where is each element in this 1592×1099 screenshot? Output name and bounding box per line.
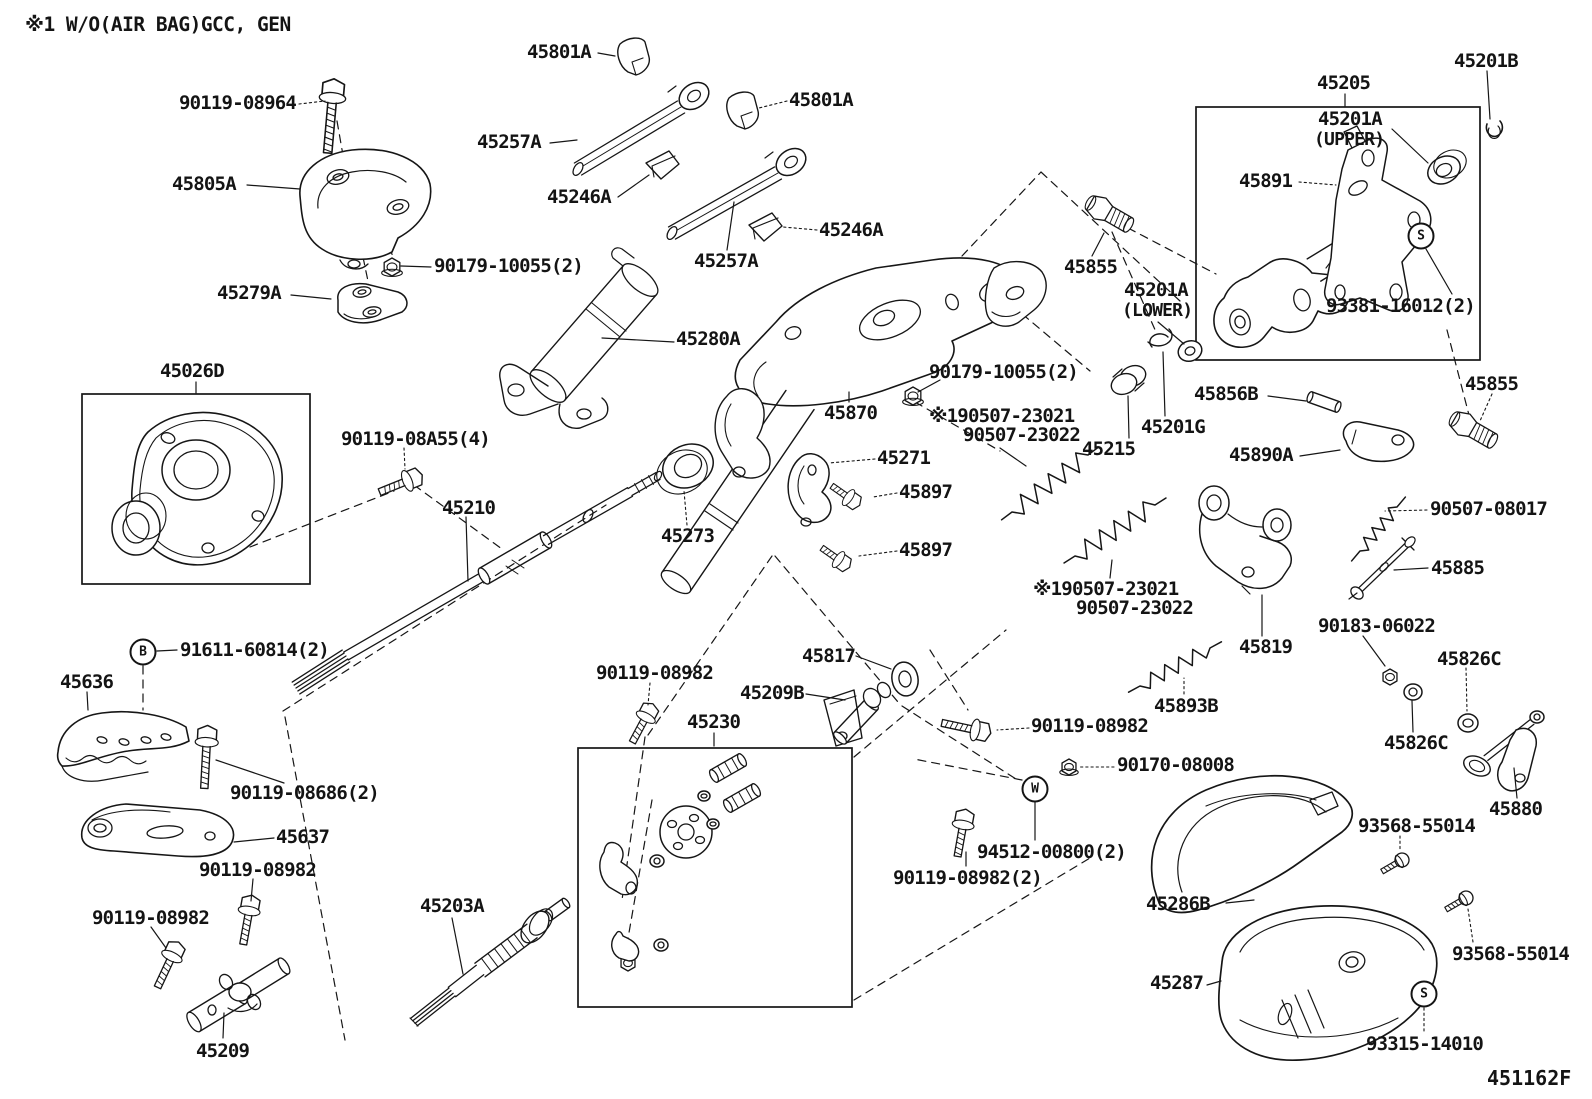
part-label: (UPPER) xyxy=(1314,129,1385,150)
callout-circle: S xyxy=(1410,980,1438,1008)
part-label: 45801A xyxy=(527,41,592,63)
callout-circle: W xyxy=(1021,775,1049,803)
part-label: 90183-06022 xyxy=(1318,615,1436,637)
part-label: 45897 xyxy=(899,481,953,503)
part-label: 45257A xyxy=(694,250,759,272)
part-label: 45891 xyxy=(1239,170,1293,192)
part-label: 45805A xyxy=(172,173,237,195)
part-label: ※190507-23021 xyxy=(929,405,1075,427)
part-label: (LOWER) xyxy=(1122,300,1193,321)
part-label: 45279A xyxy=(217,282,282,304)
part-label: 45856B xyxy=(1194,383,1259,405)
part-label: ※190507-23021 xyxy=(1033,578,1179,600)
part-label: 90119-08982(2) xyxy=(893,867,1043,889)
part-label: 45801A xyxy=(789,89,854,111)
callout-circle: B xyxy=(129,638,157,666)
part-label: 45286B xyxy=(1146,893,1211,915)
diagram-code: 451162F xyxy=(1487,1066,1572,1090)
part-label: 45870 xyxy=(824,402,878,424)
part-label: 45205 xyxy=(1317,72,1371,94)
part-label: 93568-55014 xyxy=(1358,815,1476,837)
part-label: 90119-08982 xyxy=(1031,715,1149,737)
part-label: 45026D xyxy=(160,360,225,382)
part-label: 45287 xyxy=(1150,972,1204,994)
part-label: 45201G xyxy=(1141,416,1206,438)
part-label: 90119-08982 xyxy=(199,859,317,881)
part-label: 45230 xyxy=(687,711,741,733)
part-label: 45855 xyxy=(1064,256,1118,278)
part-label: 45826C xyxy=(1437,648,1502,670)
part-label: 45637 xyxy=(276,826,330,848)
part-label: 45819 xyxy=(1239,636,1293,658)
part-label: 45885 xyxy=(1431,557,1485,579)
part-label: 45893B xyxy=(1154,695,1219,717)
part-label: 45203A xyxy=(420,895,485,917)
part-label: 45636 xyxy=(60,671,114,693)
part-label: 45273 xyxy=(661,525,715,547)
part-label: 45271 xyxy=(877,447,931,469)
part-label: 45890A xyxy=(1229,444,1294,466)
part-label: 45201A xyxy=(1318,108,1383,130)
part-label: 45897 xyxy=(899,539,953,561)
part-label: 45210 xyxy=(442,497,496,519)
part-label: 90119-08A55(4) xyxy=(341,428,491,450)
part-label: 91611-60814(2) xyxy=(180,639,330,661)
part-label: 45215 xyxy=(1082,438,1136,460)
part-label: 45817 xyxy=(802,645,856,667)
part-label: 90507-08017 xyxy=(1430,498,1548,520)
part-label: 45209B xyxy=(740,682,805,704)
part-label: 90119-08964 xyxy=(179,92,297,114)
part-label: 45201A xyxy=(1124,279,1189,301)
part-label: 90507-23022 xyxy=(1076,597,1194,619)
diagram-note: ※1 W/O(AIR BAG)GCC, GEN xyxy=(25,13,291,36)
part-label: 90179-10055(2) xyxy=(929,361,1079,383)
part-label: 45880 xyxy=(1489,798,1543,820)
part-label: 45257A xyxy=(477,131,542,153)
part-label: 93315-14010 xyxy=(1366,1033,1484,1055)
part-label: 45280A xyxy=(676,328,741,350)
part-label: 90119-08686(2) xyxy=(230,782,380,804)
part-label: 93381-16012(2) xyxy=(1326,295,1476,317)
part-label: 90170-08008 xyxy=(1117,754,1235,776)
part-label: 45209 xyxy=(196,1040,250,1062)
part-label: 45855 xyxy=(1465,373,1519,395)
part-label: 45246A xyxy=(819,219,884,241)
part-label: 45201B xyxy=(1454,50,1519,72)
part-label: 45826C xyxy=(1384,732,1449,754)
callout-circle: S xyxy=(1407,222,1435,250)
part-label: 94512-00800(2) xyxy=(977,841,1127,863)
part-label: 93568-55014 xyxy=(1452,943,1570,965)
part-label: 90179-10055(2) xyxy=(434,255,584,277)
part-label: 90119-08982 xyxy=(596,662,714,684)
part-label: 90119-08982 xyxy=(92,907,210,929)
part-label: 90507-23022 xyxy=(963,424,1081,446)
part-label: 45246A xyxy=(547,186,612,208)
